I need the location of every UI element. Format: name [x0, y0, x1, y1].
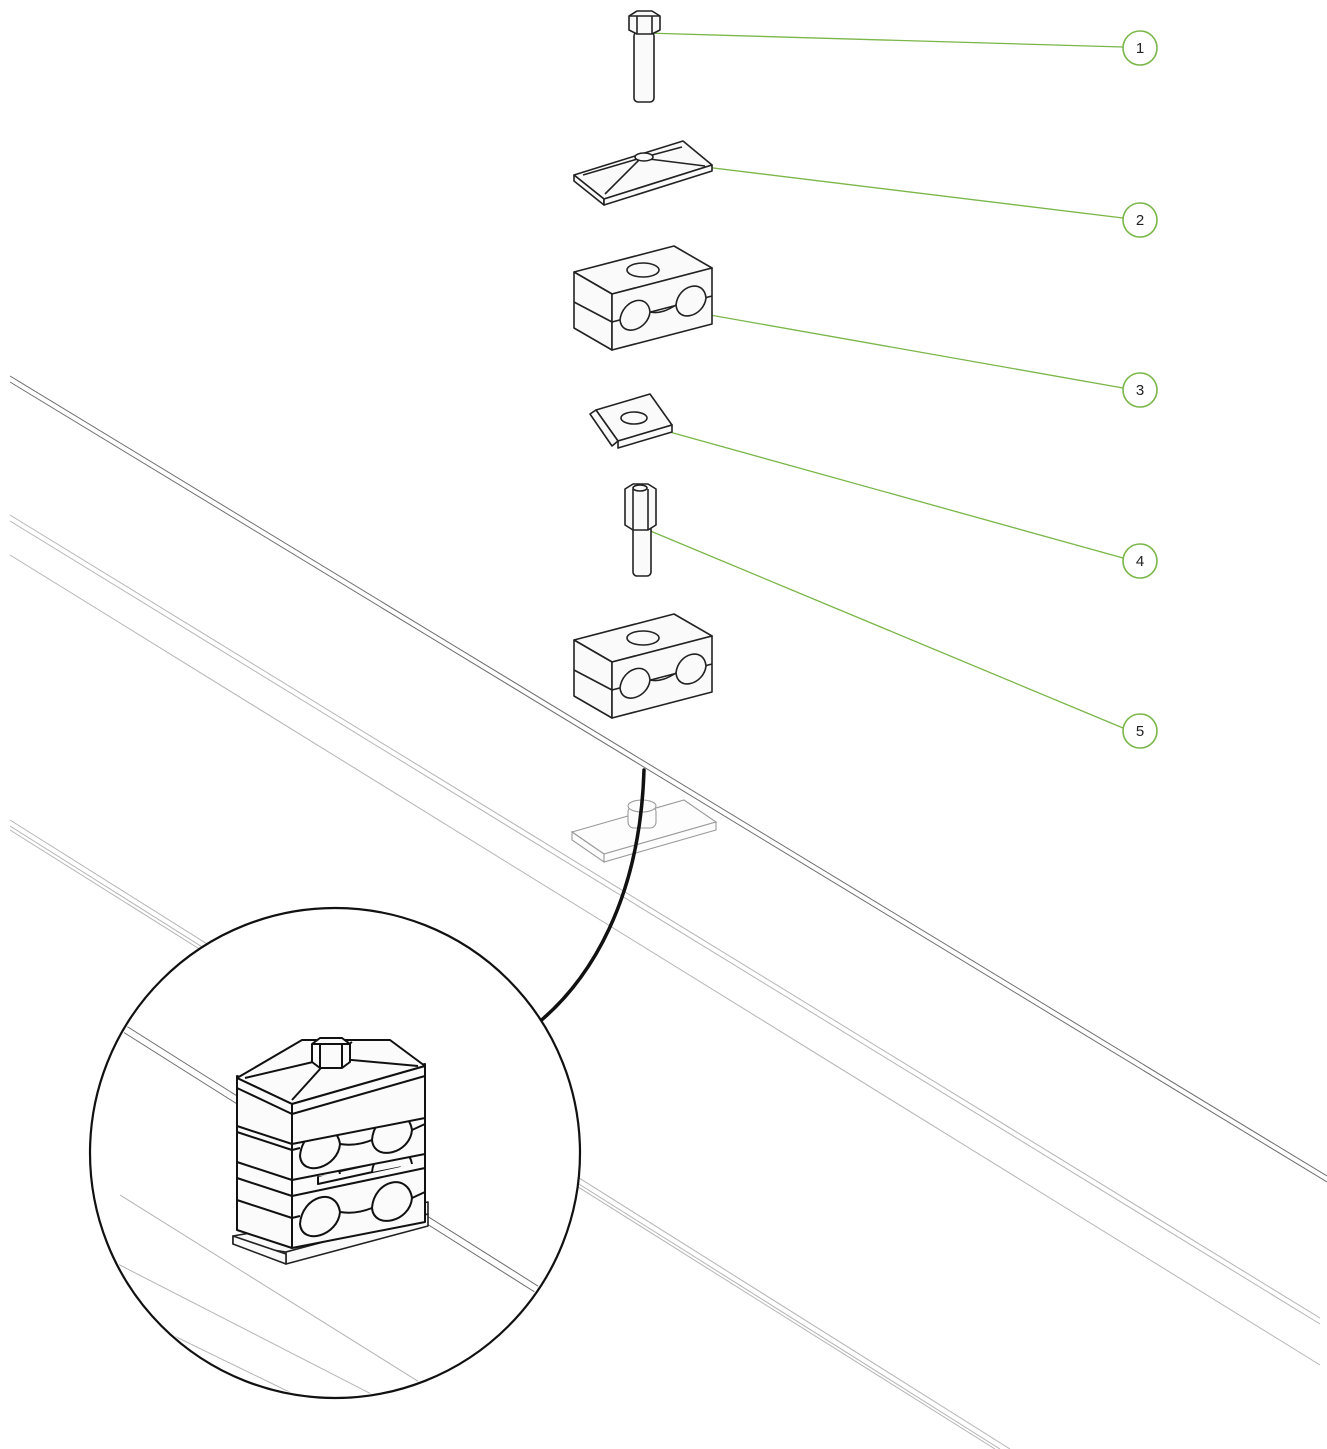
leader-line-4: [647, 425, 1124, 559]
twin-clamp-body-lower-icon: [573, 613, 713, 719]
stacking-bolt-icon: [624, 483, 657, 577]
locking-plate-icon: [589, 393, 673, 449]
callout-label-2: 2: [1136, 212, 1144, 229]
cover-plate-icon: [573, 140, 713, 206]
callout-2: 2: [1122, 202, 1158, 238]
hex-bolt-icon: [628, 10, 661, 103]
detail-view-circle: [88, 906, 582, 1400]
callouts: 1 2 3 4 5: [1122, 30, 1158, 749]
leader-lines: [641, 32, 1124, 729]
callout-label-4: 4: [1136, 553, 1144, 570]
leader-line-1: [644, 32, 1124, 48]
leader-line-5: [647, 529, 1124, 729]
twin-clamp-body-icon: [573, 245, 713, 351]
detail-connector-line: [536, 768, 646, 1025]
callout-label-3: 3: [1136, 382, 1144, 399]
callout-4: 4: [1122, 543, 1158, 579]
callout-label-5: 5: [1136, 723, 1144, 740]
callout-5: 5: [1122, 713, 1158, 749]
callout-3: 3: [1122, 372, 1158, 408]
callout-1: 1: [1122, 30, 1158, 66]
leader-line-2: [647, 159, 1124, 219]
callout-label-1: 1: [1136, 40, 1144, 57]
leader-line-3: [641, 302, 1124, 389]
weld-plate-ghost-icon: [570, 799, 718, 864]
